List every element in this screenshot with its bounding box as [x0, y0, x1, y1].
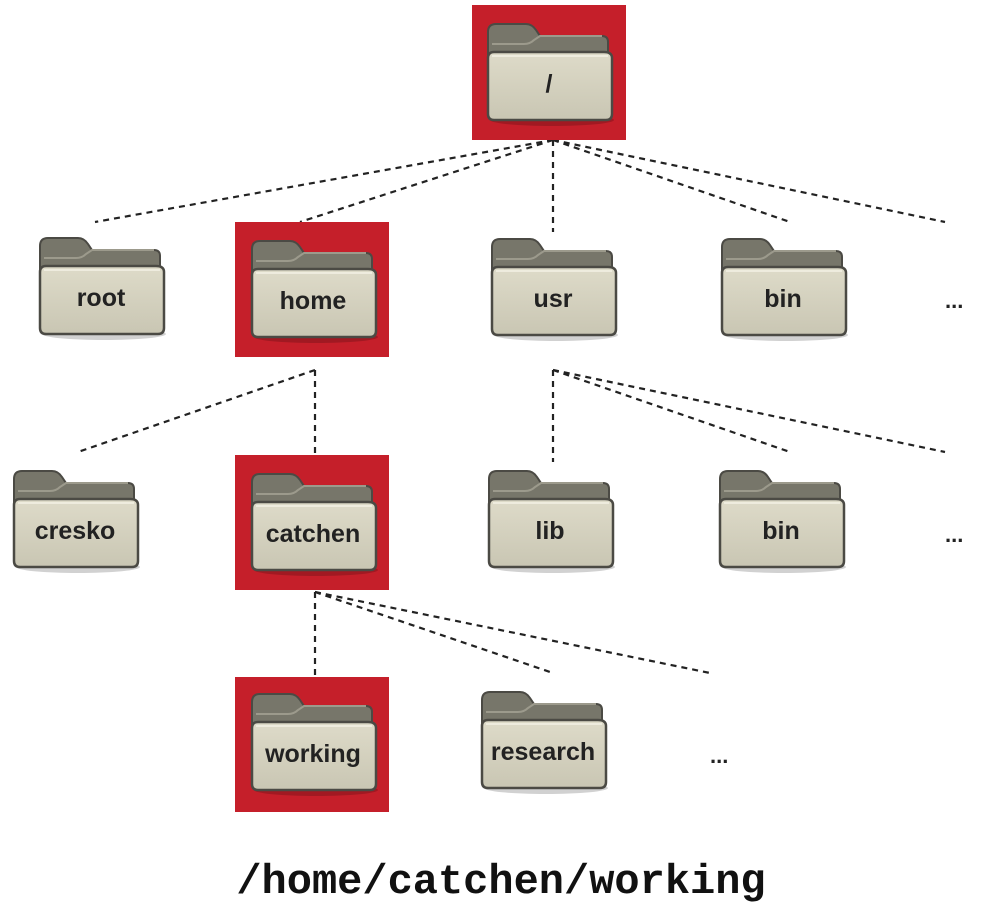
- connector-line: [552, 368, 791, 454]
- folder-label: working: [265, 740, 361, 768]
- folder-catchen[interactable]: catchen: [248, 468, 378, 578]
- folder-icon: [250, 240, 378, 343]
- connector-line: [552, 368, 946, 454]
- folder-icon: [12, 470, 140, 573]
- connector-line: [314, 590, 711, 675]
- folder-research[interactable]: research: [478, 686, 608, 796]
- folder-cresko[interactable]: cresko: [10, 465, 140, 575]
- folder-label: lib: [535, 517, 565, 545]
- folder-root-dir[interactable]: /: [484, 18, 614, 128]
- folder-icon: [718, 470, 846, 573]
- more-ellipsis: ...: [710, 743, 729, 768]
- folder-usr-bin[interactable]: bin: [716, 465, 846, 575]
- folder-bin[interactable]: bin: [718, 233, 848, 343]
- folder-icon: [38, 237, 166, 340]
- connector-line: [94, 138, 554, 224]
- folder-icon: [250, 693, 378, 796]
- folder-icon: [720, 238, 848, 341]
- folder-label: usr: [533, 285, 573, 313]
- connector-line: [314, 590, 554, 675]
- folder-label: bin: [764, 285, 802, 313]
- folder-home[interactable]: home: [248, 235, 378, 345]
- folder-working[interactable]: working: [248, 688, 378, 798]
- folder-icon: [490, 238, 618, 341]
- connector-line: [299, 138, 554, 224]
- folder-lib[interactable]: lib: [485, 465, 615, 575]
- connector-line: [77, 368, 316, 454]
- folder-usr[interactable]: usr: [488, 233, 618, 343]
- folder-icon: [480, 691, 608, 794]
- more-ellipsis: ...: [945, 522, 964, 547]
- folder-label: home: [279, 287, 347, 315]
- folder-label: catchen: [265, 520, 361, 548]
- folder-icon: [486, 23, 614, 126]
- connector-line: [552, 138, 946, 224]
- folder-icon: [487, 470, 615, 573]
- folder-label: bin: [762, 517, 800, 545]
- folder-icon: [250, 473, 378, 576]
- folder-root[interactable]: root: [36, 232, 166, 342]
- current-path: /home/catchen/working: [236, 858, 766, 906]
- folder-label: research: [490, 738, 596, 766]
- folder-label: root: [76, 284, 126, 312]
- more-ellipsis: ...: [945, 288, 964, 313]
- folder-label: cresko: [34, 517, 116, 545]
- connector-line: [552, 138, 791, 224]
- folder-label: /: [545, 70, 553, 98]
